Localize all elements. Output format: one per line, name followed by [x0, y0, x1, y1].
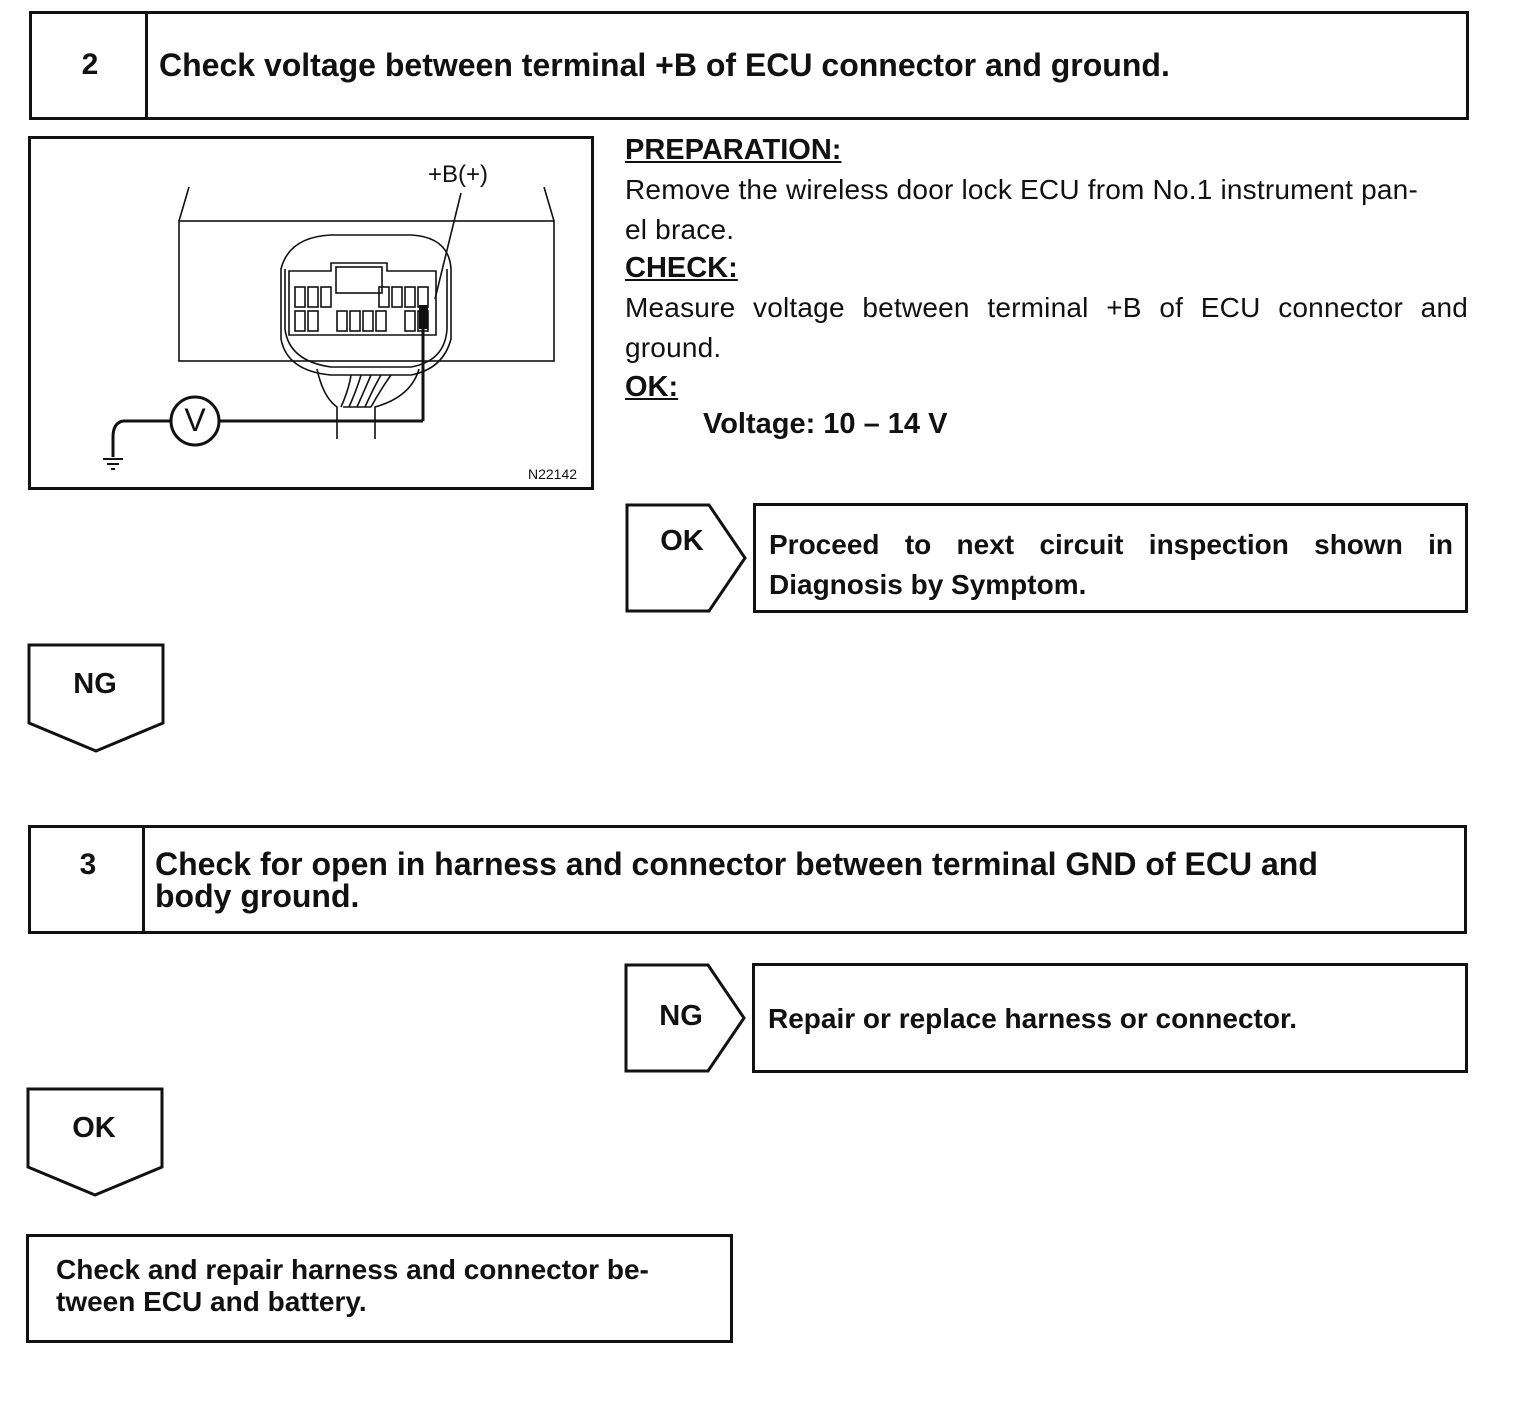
step-2-number: 2: [81, 48, 99, 81]
ng-result-box: Repair or replace harness or connector.: [752, 963, 1468, 1073]
ok-down-arrow: [26, 1087, 164, 1197]
step-3-number: 3: [79, 848, 97, 881]
ng-arrow-label: NG: [659, 1000, 703, 1032]
connector-diagram: +B(+) V N22142: [28, 136, 594, 490]
ok-arrow-badge: [625, 503, 747, 613]
preparation-heading: PREPARATION:: [625, 134, 842, 166]
terminal-label: +B(+): [428, 161, 489, 188]
final-action-line-1: Check and repair harness and connector b…: [56, 1254, 649, 1285]
ng-down-label: NG: [73, 668, 117, 700]
ok-heading: OK:: [625, 371, 679, 403]
ng-arrow-badge: [624, 963, 746, 1073]
ng-result-text: Repair or replace harness or connector.: [768, 1003, 1298, 1034]
step-3-title-line-1: Check for open in harness and connector …: [155, 846, 1318, 882]
preparation-text-line-1: Remove the wireless door lock ECU from N…: [625, 174, 1418, 205]
ng-down-arrow: [27, 643, 165, 753]
final-action-box: Check and repair harness and connector b…: [26, 1234, 733, 1343]
ok-arrow-label: OK: [660, 525, 704, 557]
connector-drawing: [103, 186, 555, 470]
step-2-header: 2 Check voltage between terminal +B of E…: [29, 11, 1469, 120]
preparation-text-line-2: el brace.: [625, 214, 735, 245]
step-3-number-cell: [31, 828, 145, 931]
step-3-title-line-2: body ground.: [155, 878, 360, 914]
step-2-number-cell: [32, 14, 148, 117]
figure-id: N22142: [528, 466, 578, 482]
ok-down-label: OK: [72, 1112, 116, 1144]
voltmeter-label: V: [184, 402, 206, 438]
ok-result-line-1: Proceed to next circuit inspection shown…: [769, 529, 1453, 560]
check-text-line-2: ground.: [625, 332, 722, 363]
ok-result-line-2: Diagnosis by Symptom.: [769, 569, 1087, 600]
step-2-title: Check voltage between terminal +B of ECU…: [159, 47, 1170, 83]
ok-spec: Voltage: 10 – 14 V: [703, 408, 948, 440]
step-3-header: 3 Check for open in harness and connecto…: [28, 825, 1467, 934]
final-action-line-2: tween ECU and battery.: [56, 1286, 367, 1317]
check-text-line-1: Measure voltage between terminal +B of E…: [625, 292, 1468, 323]
ok-result-box: Proceed to next circuit inspection shown…: [753, 503, 1468, 613]
check-heading: CHECK:: [625, 252, 738, 284]
